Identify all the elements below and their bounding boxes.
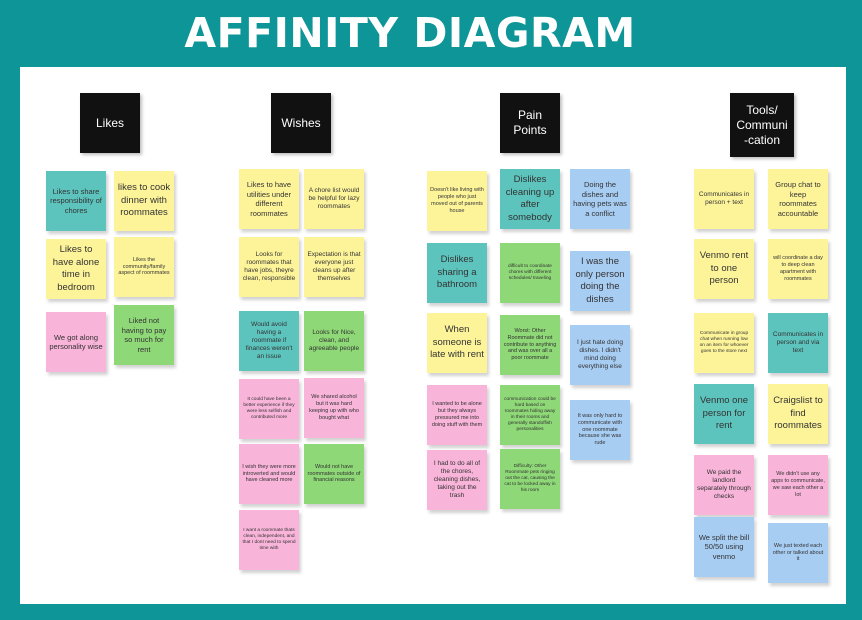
note-pain-12[interactable]: It was only hard to communicate with one… <box>570 400 630 460</box>
note-wishes-9[interactable]: I wish they were more introverted and wo… <box>239 444 299 504</box>
note-wishes-10[interactable]: Would not have roommates outside of fina… <box>304 444 364 504</box>
note-pain-3[interactable]: Doing the dishes and having pets was a c… <box>570 169 630 229</box>
note-tools-1[interactable]: Communicates in person + text <box>694 169 754 229</box>
note-pain-7[interactable]: When someone is late with rent <box>427 313 487 373</box>
note-wishes-5[interactable]: Would avoid having a roommate if finance… <box>239 311 299 371</box>
note-wishes-11[interactable]: I want a roommate thats clean, independe… <box>239 510 299 570</box>
note-likes-6[interactable]: Liked not having to pay so much for rent <box>114 305 174 365</box>
note-likes-3[interactable]: Likes to have alone time in bedroom <box>46 239 106 299</box>
note-pain-6[interactable]: I was the only person doing the dishes <box>570 251 630 311</box>
note-tools-6[interactable]: Communicates in person and via text <box>768 313 828 373</box>
note-wishes-1[interactable]: Likes to have utilities under different … <box>239 169 299 229</box>
note-likes-4[interactable]: Likes the community/family aspect of roo… <box>114 237 174 297</box>
note-pain-9[interactable]: I just hate doing dishes. I didn't mind … <box>570 325 630 385</box>
affinity-board: Likes Likes to share responsibility of c… <box>20 67 846 604</box>
note-wishes-7[interactable]: It could have been a better experience i… <box>239 379 299 439</box>
note-likes-5[interactable]: We got along personality wise <box>46 312 106 372</box>
note-tools-2[interactable]: Group chat to keep roommates accountable <box>768 169 828 229</box>
note-wishes-8[interactable]: We shared alcohol but it was hard keepin… <box>304 378 364 438</box>
note-pain-8[interactable]: Worst: Other Roommate did not contribute… <box>500 315 560 375</box>
note-likes-2[interactable]: likes to cook dinner with roommates <box>114 171 174 231</box>
page-title: AFFINITY DIAGRAM <box>184 9 636 57</box>
note-tools-10[interactable]: We didn't use any apps to communicate, w… <box>768 455 828 515</box>
note-pain-5[interactable]: difficult to coordinate chores with diff… <box>500 243 560 303</box>
note-pain-11[interactable]: communication could be hard based on roo… <box>500 385 560 445</box>
note-tools-4[interactable]: will coordinate a day to deep clean apar… <box>768 239 828 299</box>
note-pain-1[interactable]: Doesn't like living with people who just… <box>427 171 487 231</box>
note-wishes-3[interactable]: Looks for roommates that have jobs, they… <box>239 237 299 297</box>
header-wishes[interactable]: Wishes <box>271 93 331 153</box>
note-wishes-4[interactable]: Expectation is that everyone just cleans… <box>304 237 364 297</box>
note-tools-5[interactable]: Communicate in group chat when running l… <box>694 313 754 373</box>
note-pain-10[interactable]: I wanted to be alone but they always pre… <box>427 385 487 445</box>
note-tools-7[interactable]: Venmo one person for rent <box>694 384 754 444</box>
header-likes[interactable]: Likes <box>80 93 140 153</box>
note-pain-2[interactable]: Dislikes cleaning up after somebody <box>500 169 560 229</box>
note-wishes-6[interactable]: Looks for Nice, clean, and agreeable peo… <box>304 311 364 371</box>
note-tools-3[interactable]: Venmo rent to one person <box>694 239 754 299</box>
header-pain-points[interactable]: Pain Points <box>500 93 560 153</box>
note-pain-14[interactable]: Difficulty: Other Roommate pets ringing … <box>500 449 560 509</box>
note-wishes-2[interactable]: A chore list would be helpful for lazy r… <box>304 169 364 229</box>
note-tools-8[interactable]: Craigslist to find roommates <box>768 384 828 444</box>
note-tools-12[interactable]: We just texted each other or talked abou… <box>768 523 828 583</box>
note-pain-4[interactable]: Dislikes sharing a bathroom <box>427 243 487 303</box>
note-tools-9[interactable]: We paid the landlord separately through … <box>694 455 754 515</box>
header-tools-communication[interactable]: Tools/ Communi -cation <box>730 93 794 157</box>
note-pain-13[interactable]: I had to do all of the chores, cleaning … <box>427 450 487 510</box>
note-tools-11[interactable]: We split the bill 50/50 using venmo <box>694 517 754 577</box>
note-likes-1[interactable]: Likes to share responsibility of chores <box>46 171 106 231</box>
